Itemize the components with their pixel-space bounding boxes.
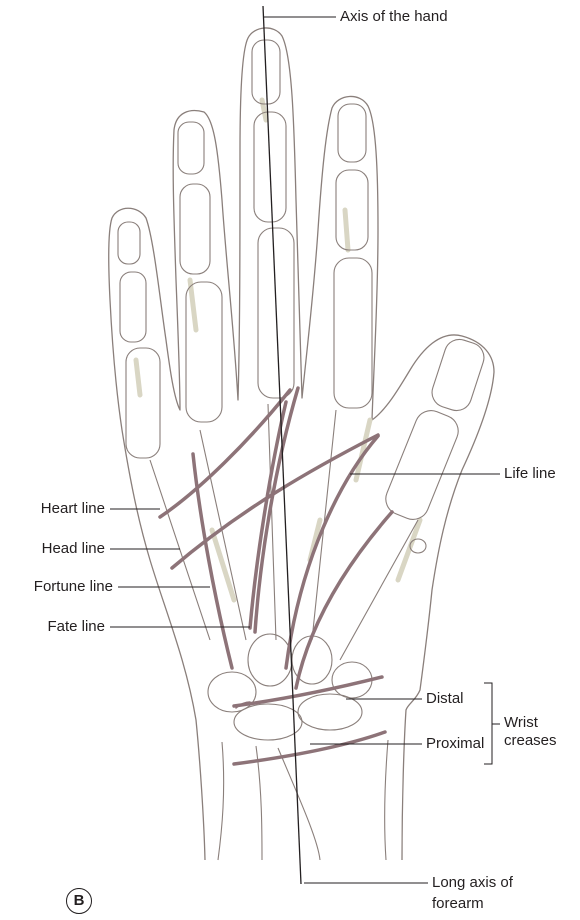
bracket-wrist-creases [484,683,492,764]
thumb-proximal [381,406,463,524]
label-fate-line: Fate line [47,618,105,636]
label-wrist: Wrist [504,714,538,732]
label-long-axis: Long axis of [432,874,513,892]
label-fortune-line: Fortune line [34,578,113,596]
thumb-distal [428,336,488,415]
label-distal: Distal [426,690,464,708]
label-forearm: forearm [432,895,484,913]
little-finger-distal [118,222,140,264]
panel-letter-badge: B [66,888,92,914]
palm-lines [160,388,392,764]
index-finger-middle [336,170,368,250]
axis-line [263,6,301,884]
label-head-line: Head line [42,540,105,558]
label-proximal: Proximal [426,735,484,753]
ring-finger-distal [178,122,204,174]
label-life-line: Life line [504,465,556,483]
radius-ulna [218,740,388,860]
life-line-2 [296,512,392,688]
life-line [286,436,378,668]
index-finger-proximal [334,258,372,408]
label-creases: creases [504,732,557,750]
label-heart-line: Heart line [41,500,105,518]
little-finger-proximal [126,348,160,458]
label-axis-of-hand: Axis of the hand [340,8,448,26]
ring-finger-middle [180,184,210,274]
little-finger-middle [120,272,146,342]
index-finger-distal [338,104,366,162]
